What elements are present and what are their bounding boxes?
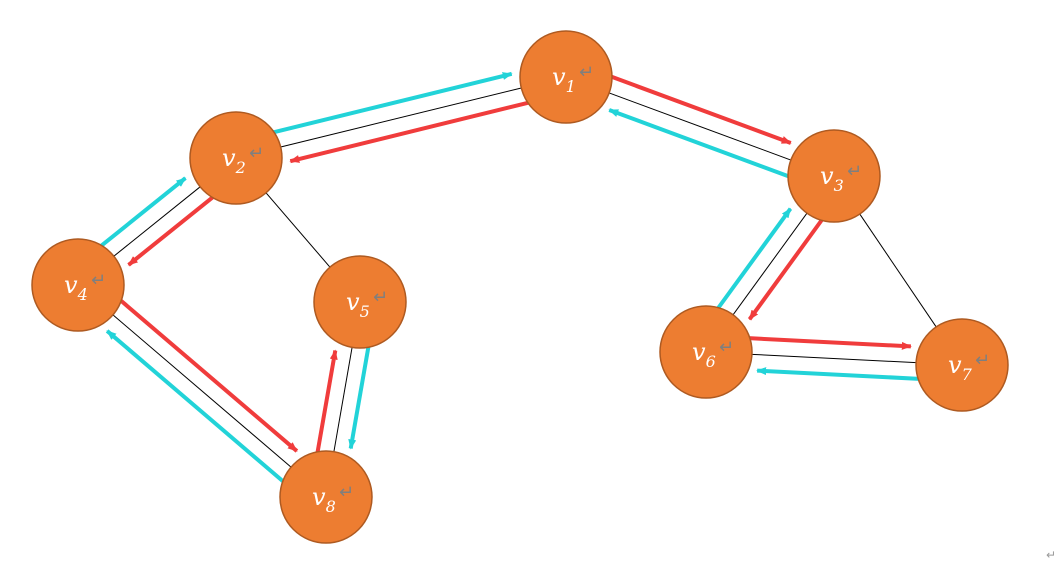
return-mark: ↵: [719, 337, 734, 358]
return-mark: ↵: [847, 161, 862, 182]
node-label-subscript: 1: [566, 77, 576, 96]
node-label-base: v: [948, 351, 962, 379]
node-circle: [519, 30, 613, 124]
node-circle: [279, 450, 373, 544]
node-v6: v6↵: [659, 305, 753, 399]
node-v3: v3↵: [787, 129, 881, 223]
node-label-subscript: 7: [962, 365, 973, 384]
edge-v3-v7: [859, 213, 937, 328]
nodes-layer: v1↵v2↵v3↵v4↵v5↵v6↵v7↵v8↵: [31, 30, 1009, 544]
edge-v1-v2: [280, 87, 522, 148]
edge-v5-v8: [333, 347, 353, 452]
node-label: v4: [64, 271, 88, 304]
node-v4: v4↵: [31, 238, 125, 332]
return-mark: ↵: [249, 143, 264, 164]
node-label-subscript: 3: [834, 176, 844, 195]
node-circle: [915, 318, 1009, 412]
node-label: v2: [222, 144, 246, 177]
return-mark: ↵: [975, 350, 990, 371]
node-v1: v1↵: [519, 30, 613, 124]
edge-v2-v4: [113, 186, 201, 257]
node-circle: [31, 238, 125, 332]
arrows-layer: [99, 71, 920, 484]
edge-v1-v3: [608, 92, 792, 161]
node-v5: v5↵: [313, 255, 407, 349]
edges-layer: [112, 87, 937, 468]
forward-arrow-v4-v8: [119, 298, 299, 453]
node-circle: [313, 255, 407, 349]
edge-v3-v6: [732, 212, 808, 316]
node-label: v1: [552, 63, 576, 96]
node-v2: v2↵: [189, 111, 283, 205]
forward-arrow-v6-v7: [748, 336, 912, 350]
forward-arrow-v3-v6: [747, 218, 824, 321]
return-mark: ↵: [373, 287, 388, 308]
node-label: v5: [346, 288, 370, 321]
forward-arrow-v1-v3: [610, 74, 792, 145]
node-v8: v8↵: [279, 450, 373, 544]
return-mark: ↵: [339, 482, 354, 503]
node-label-subscript: 2: [235, 158, 246, 177]
back-arrow-v4-v2: [99, 176, 187, 248]
node-label-base: v: [222, 144, 236, 172]
node-label-subscript: 5: [360, 302, 370, 321]
back-arrow-v2-v1: [272, 71, 513, 135]
node-label-base: v: [346, 288, 360, 316]
node-v7: v7↵: [915, 318, 1009, 412]
node-circle: [189, 111, 283, 205]
node-label: v3: [820, 162, 844, 195]
edge-v4-v8: [112, 314, 292, 468]
forward-arrow-v1-v2: [289, 100, 530, 164]
forward-arrow-v2-v4: [127, 195, 215, 267]
forward-arrow-v8-v5: [315, 349, 338, 454]
corner-return-mark: ↵: [1046, 548, 1057, 562]
node-circle: [659, 305, 753, 399]
edge-v6-v7: [751, 353, 917, 364]
node-label-base: v: [64, 271, 78, 299]
back-arrow-v8-v4: [105, 329, 285, 484]
back-arrow-v7-v6: [756, 367, 920, 381]
node-label: v7: [948, 351, 973, 384]
node-label-subscript: 4: [77, 285, 88, 304]
return-mark: ↵: [579, 62, 594, 83]
node-label-base: v: [820, 162, 834, 190]
edge-v2-v5: [265, 192, 331, 268]
node-label: v6: [692, 338, 716, 371]
node-label-base: v: [692, 338, 706, 366]
return-mark: ↵: [91, 270, 106, 291]
back-arrow-v5-v8: [348, 345, 371, 450]
node-label: v8: [312, 483, 336, 516]
node-label-subscript: 6: [706, 352, 716, 371]
back-arrow-v3-v1: [608, 108, 790, 179]
node-label-base: v: [552, 63, 566, 91]
node-label-subscript: 8: [326, 497, 336, 516]
back-arrow-v6-v3: [716, 207, 793, 310]
node-label-base: v: [312, 483, 326, 511]
node-circle: [787, 129, 881, 223]
